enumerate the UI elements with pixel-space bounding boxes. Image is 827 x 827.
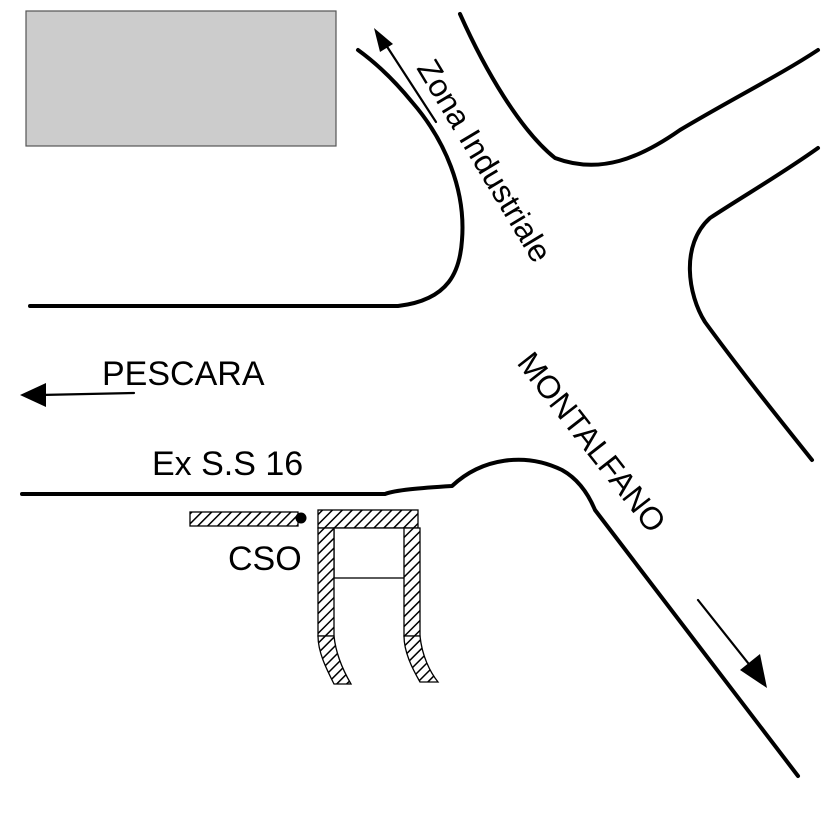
cso-point-icon xyxy=(295,512,307,524)
road-edge-west-north xyxy=(28,48,465,308)
arrow-left-icon xyxy=(20,383,136,407)
label-montalfano: MONTALFANO xyxy=(510,345,673,539)
road-edge-east xyxy=(687,146,820,462)
label-zona-industriale: Zona Industriale xyxy=(410,53,559,268)
label-ex-ss16: Ex S.S 16 xyxy=(152,445,303,483)
road-edge-south-ex-ss16 xyxy=(20,457,800,778)
building-block xyxy=(25,10,337,147)
label-pescara: PESCARA xyxy=(102,355,265,393)
road-edge-north-east xyxy=(458,12,820,167)
cso-structure xyxy=(189,509,440,685)
arrow-up-left-icon xyxy=(374,28,438,124)
arrow-down-right-icon xyxy=(696,598,767,688)
label-cso: CSO xyxy=(228,540,302,578)
cso-chamber xyxy=(333,527,407,579)
